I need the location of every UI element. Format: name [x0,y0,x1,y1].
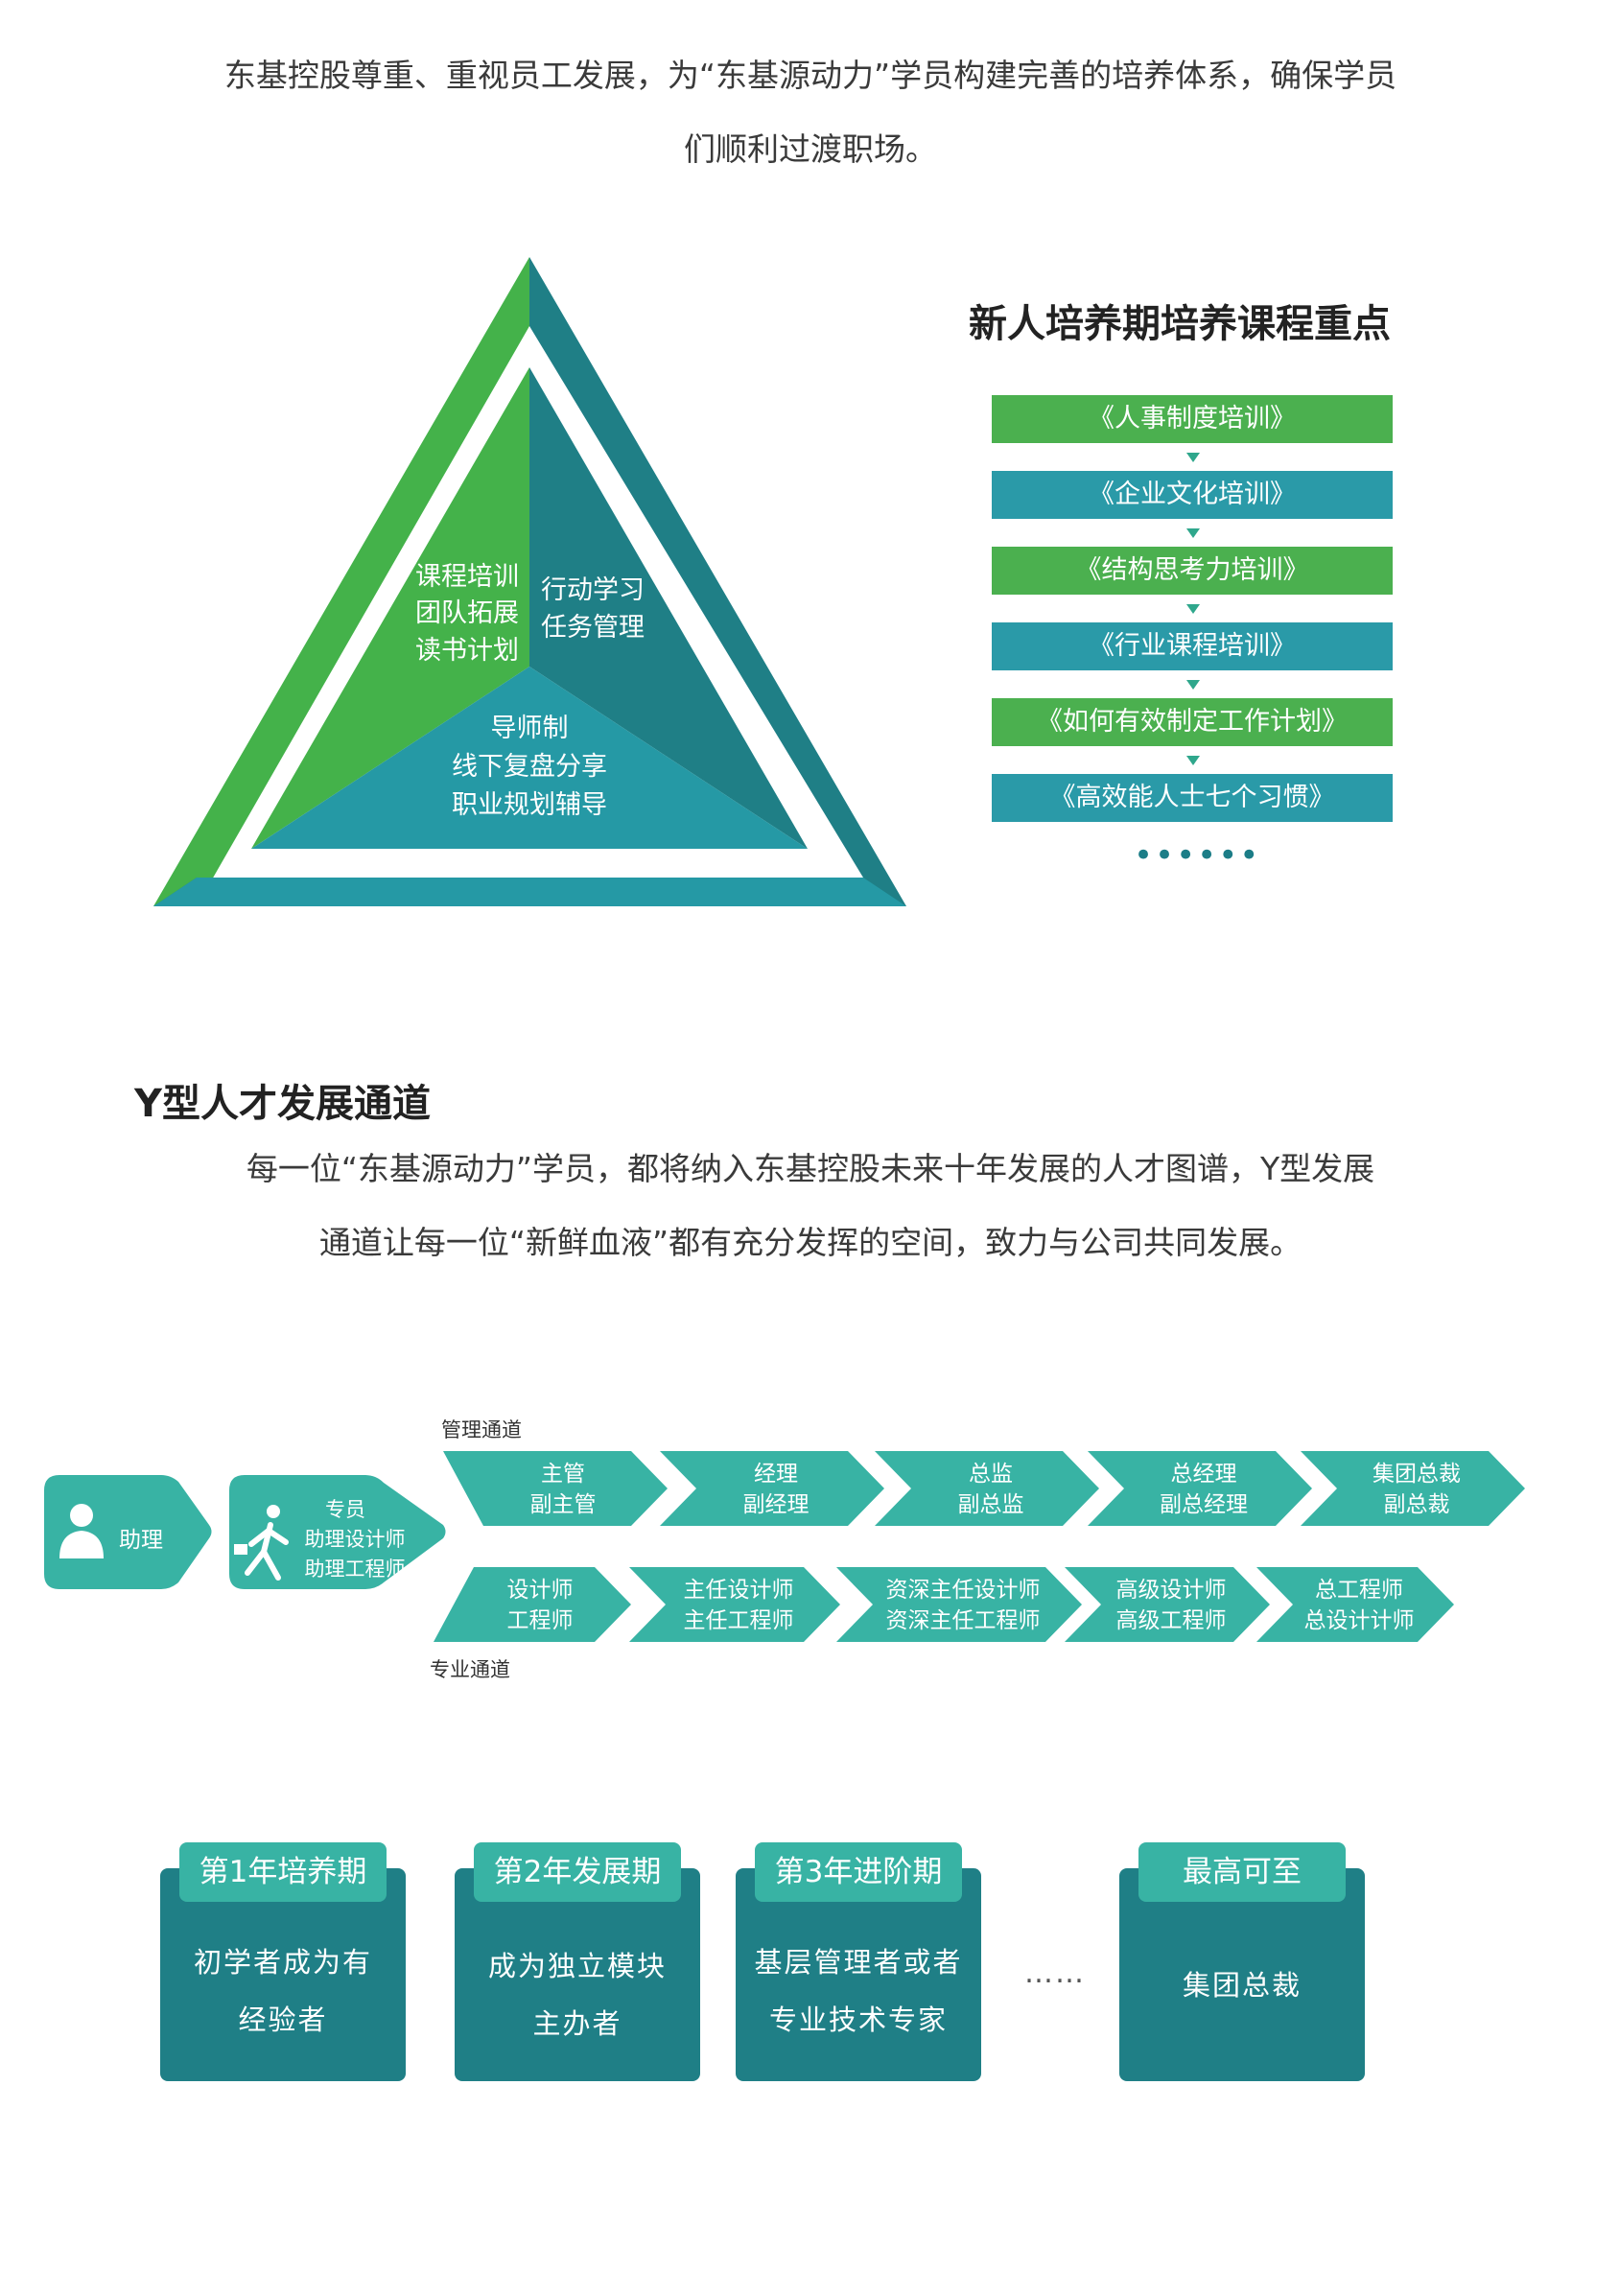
course-list: 《人事制度培训》 《企业文化培训》 《结构思考力培训》 《行业课程培训》 《如何… [992,395,1393,850]
professional-label-2-1: 主任设计师 [684,1578,794,1603]
stage-desc-1-line-1: 初学者成为有 [193,1946,372,1979]
stage-desc-2: 成为独立模块 主办者 [455,1937,700,2052]
stage-card-3: 第3年进阶期 基层管理者或者 专业技术专家 [736,1842,981,2081]
training-triangle: 课程培训 团队拓展 读书计划 行动学习 任务管理 导师制 线下复盘分享 职业规划… [153,257,906,906]
y-channel-heading: Y型人才发展通道 [134,1082,431,1126]
professional-label-5-1: 总工程师 [1315,1578,1403,1603]
management-label-1-1: 主管 [541,1462,585,1487]
y-channel-line-1: 每一位“东基源动力”学员，都将纳入东基控股未来十年发展的人才图谱，Y型发展 [246,1150,1375,1187]
second-line-2: 助理设计师 [305,1528,406,1551]
triangle-right-text-2: 任务管理 [541,613,645,643]
professional-label-5-2: 总设计计师 [1304,1608,1415,1633]
professional-channel-label: 专业通道 [430,1658,510,1681]
professional-label-3-2: 资深主任工程师 [886,1608,1041,1633]
professional-label-4-2: 高级工程师 [1116,1608,1227,1633]
second-node [229,1475,446,1589]
professional-label-2-2: 主任工程师 [684,1608,794,1633]
professional-chevron-3 [836,1567,1082,1642]
management-label-5-1: 集团总裁 [1373,1462,1461,1487]
intro-paragraph: 东基控股尊重、重视员工发展，为“东基源动力”学员构建完善的培养体系，确保学员 们… [144,38,1477,186]
start-node [44,1475,212,1589]
course-item-5: 《如何有效制定工作计划》 [992,698,1393,765]
management-chevron-4 [1088,1451,1312,1526]
course-item-6: 《高效能人士七个习惯》 [992,774,1393,822]
start-label: 助理 [119,1528,163,1553]
course-item-1: 《人事制度培训》 [992,395,1393,462]
triangle-bottom-text-1: 导师制 [491,714,569,743]
triangle-bottom-band [153,878,906,906]
triangle-bottom-text-2: 线下复盘分享 [452,752,607,782]
management-label-3-2: 副总监 [958,1492,1024,1517]
professional-label-1-1: 设计师 [507,1578,574,1603]
triangle-inner-right [529,367,808,849]
management-chevron-3 [875,1451,1099,1526]
stage-desc-1: 初学者成为有 经验者 [160,1933,406,2049]
stage-card-4: 最高可至 集团总裁 [1119,1842,1365,2081]
course-item-3: 《结构思考力培训》 [992,547,1393,614]
management-label-3-1: 总监 [969,1462,1013,1487]
management-chevron-1 [443,1451,668,1526]
running-person-icon [245,1505,289,1581]
professional-chevron-2 [629,1567,840,1642]
stage-desc-3-line-2: 专业技术专家 [768,2003,948,2036]
management-label-2-1: 经理 [754,1462,798,1487]
stage-desc-4-line-1: 集团总裁 [1182,1969,1302,2002]
stage-desc-3-line-1: 基层管理者或者 [754,1946,963,1979]
management-channel-label: 管理通道 [441,1418,522,1441]
professional-label-4-1: 高级设计师 [1116,1578,1227,1603]
y-channel-paragraph: 每一位“东基源动力”学员，都将纳入东基控股未来十年发展的人才图谱，Y型发展 通道… [144,1132,1477,1279]
management-label-5-2: 副总裁 [1384,1492,1450,1517]
triangle-left-text-2: 团队拓展 [415,598,519,628]
briefcase-icon [234,1544,247,1555]
stage-desc-1-line-2: 经验者 [238,2003,328,2036]
course-item-4: 《行业课程培训》 [992,622,1393,690]
stage-ellipsis: …… [1024,1956,1086,1990]
management-label-4-2: 副总经理 [1160,1492,1248,1517]
triangle-inner-bottom [251,667,808,849]
management-label-1-2: 副主管 [530,1492,597,1517]
professional-chevron-1 [434,1567,631,1642]
second-line-3: 助理工程师 [305,1558,406,1581]
person-icon [59,1504,104,1558]
triangle-bottom-text-3: 职业规划辅导 [452,790,607,820]
triangle-left-text-3: 读书计划 [415,636,519,666]
stage-tag-4: 最高可至 [1138,1842,1346,1902]
course-item-2: 《企业文化培训》 [992,471,1393,538]
stage-card-2: 第2年发展期 成为独立模块 主办者 [455,1842,700,2081]
stage-desc-2-line-2: 主办者 [532,2007,622,2040]
triangle-outer-left [153,257,529,906]
intro-line-2: 们顺利过渡职场。 [684,130,937,168]
triangle-inner-left [251,367,529,849]
professional-label-1-2: 工程师 [507,1608,574,1633]
stage-desc-2-line-1: 成为独立模块 [487,1950,667,1982]
professional-chevron-5 [1256,1567,1454,1642]
professional-label-3-1: 资深主任设计师 [886,1578,1041,1603]
intro-line-1: 东基控股尊重、重视员工发展，为“东基源动力”学员构建完善的培养体系，确保学员 [223,57,1397,94]
stage-tag-1: 第1年培养期 [179,1842,387,1902]
stage-tag-3: 第3年进阶期 [755,1842,962,1902]
professional-chevron-4 [1065,1567,1270,1642]
triangle-right-text-1: 行动学习 [541,575,645,605]
management-chevron-5 [1301,1451,1525,1526]
stage-desc-4: 集团总裁 [1119,1956,1365,2014]
second-line-1: 专员 [325,1498,365,1521]
triangle-left-text-1: 课程培训 [415,562,519,592]
management-label-2-2: 副经理 [743,1492,810,1517]
more-dots: •••••• [1134,836,1261,875]
course-heading: 新人培养期培养课程重点 [969,302,1391,346]
management-chevron-2 [660,1451,884,1526]
stage-card-1: 第1年培养期 初学者成为有 经验者 [160,1842,406,2081]
stage-desc-3: 基层管理者或者 专业技术专家 [736,1933,981,2049]
management-label-4-1: 总经理 [1171,1462,1237,1487]
stage-tag-2: 第2年发展期 [474,1842,681,1902]
y-channel-line-2: 通道让每一位“新鲜血液”都有充分发挥的空间，致力与公司共同发展。 [318,1224,1302,1261]
